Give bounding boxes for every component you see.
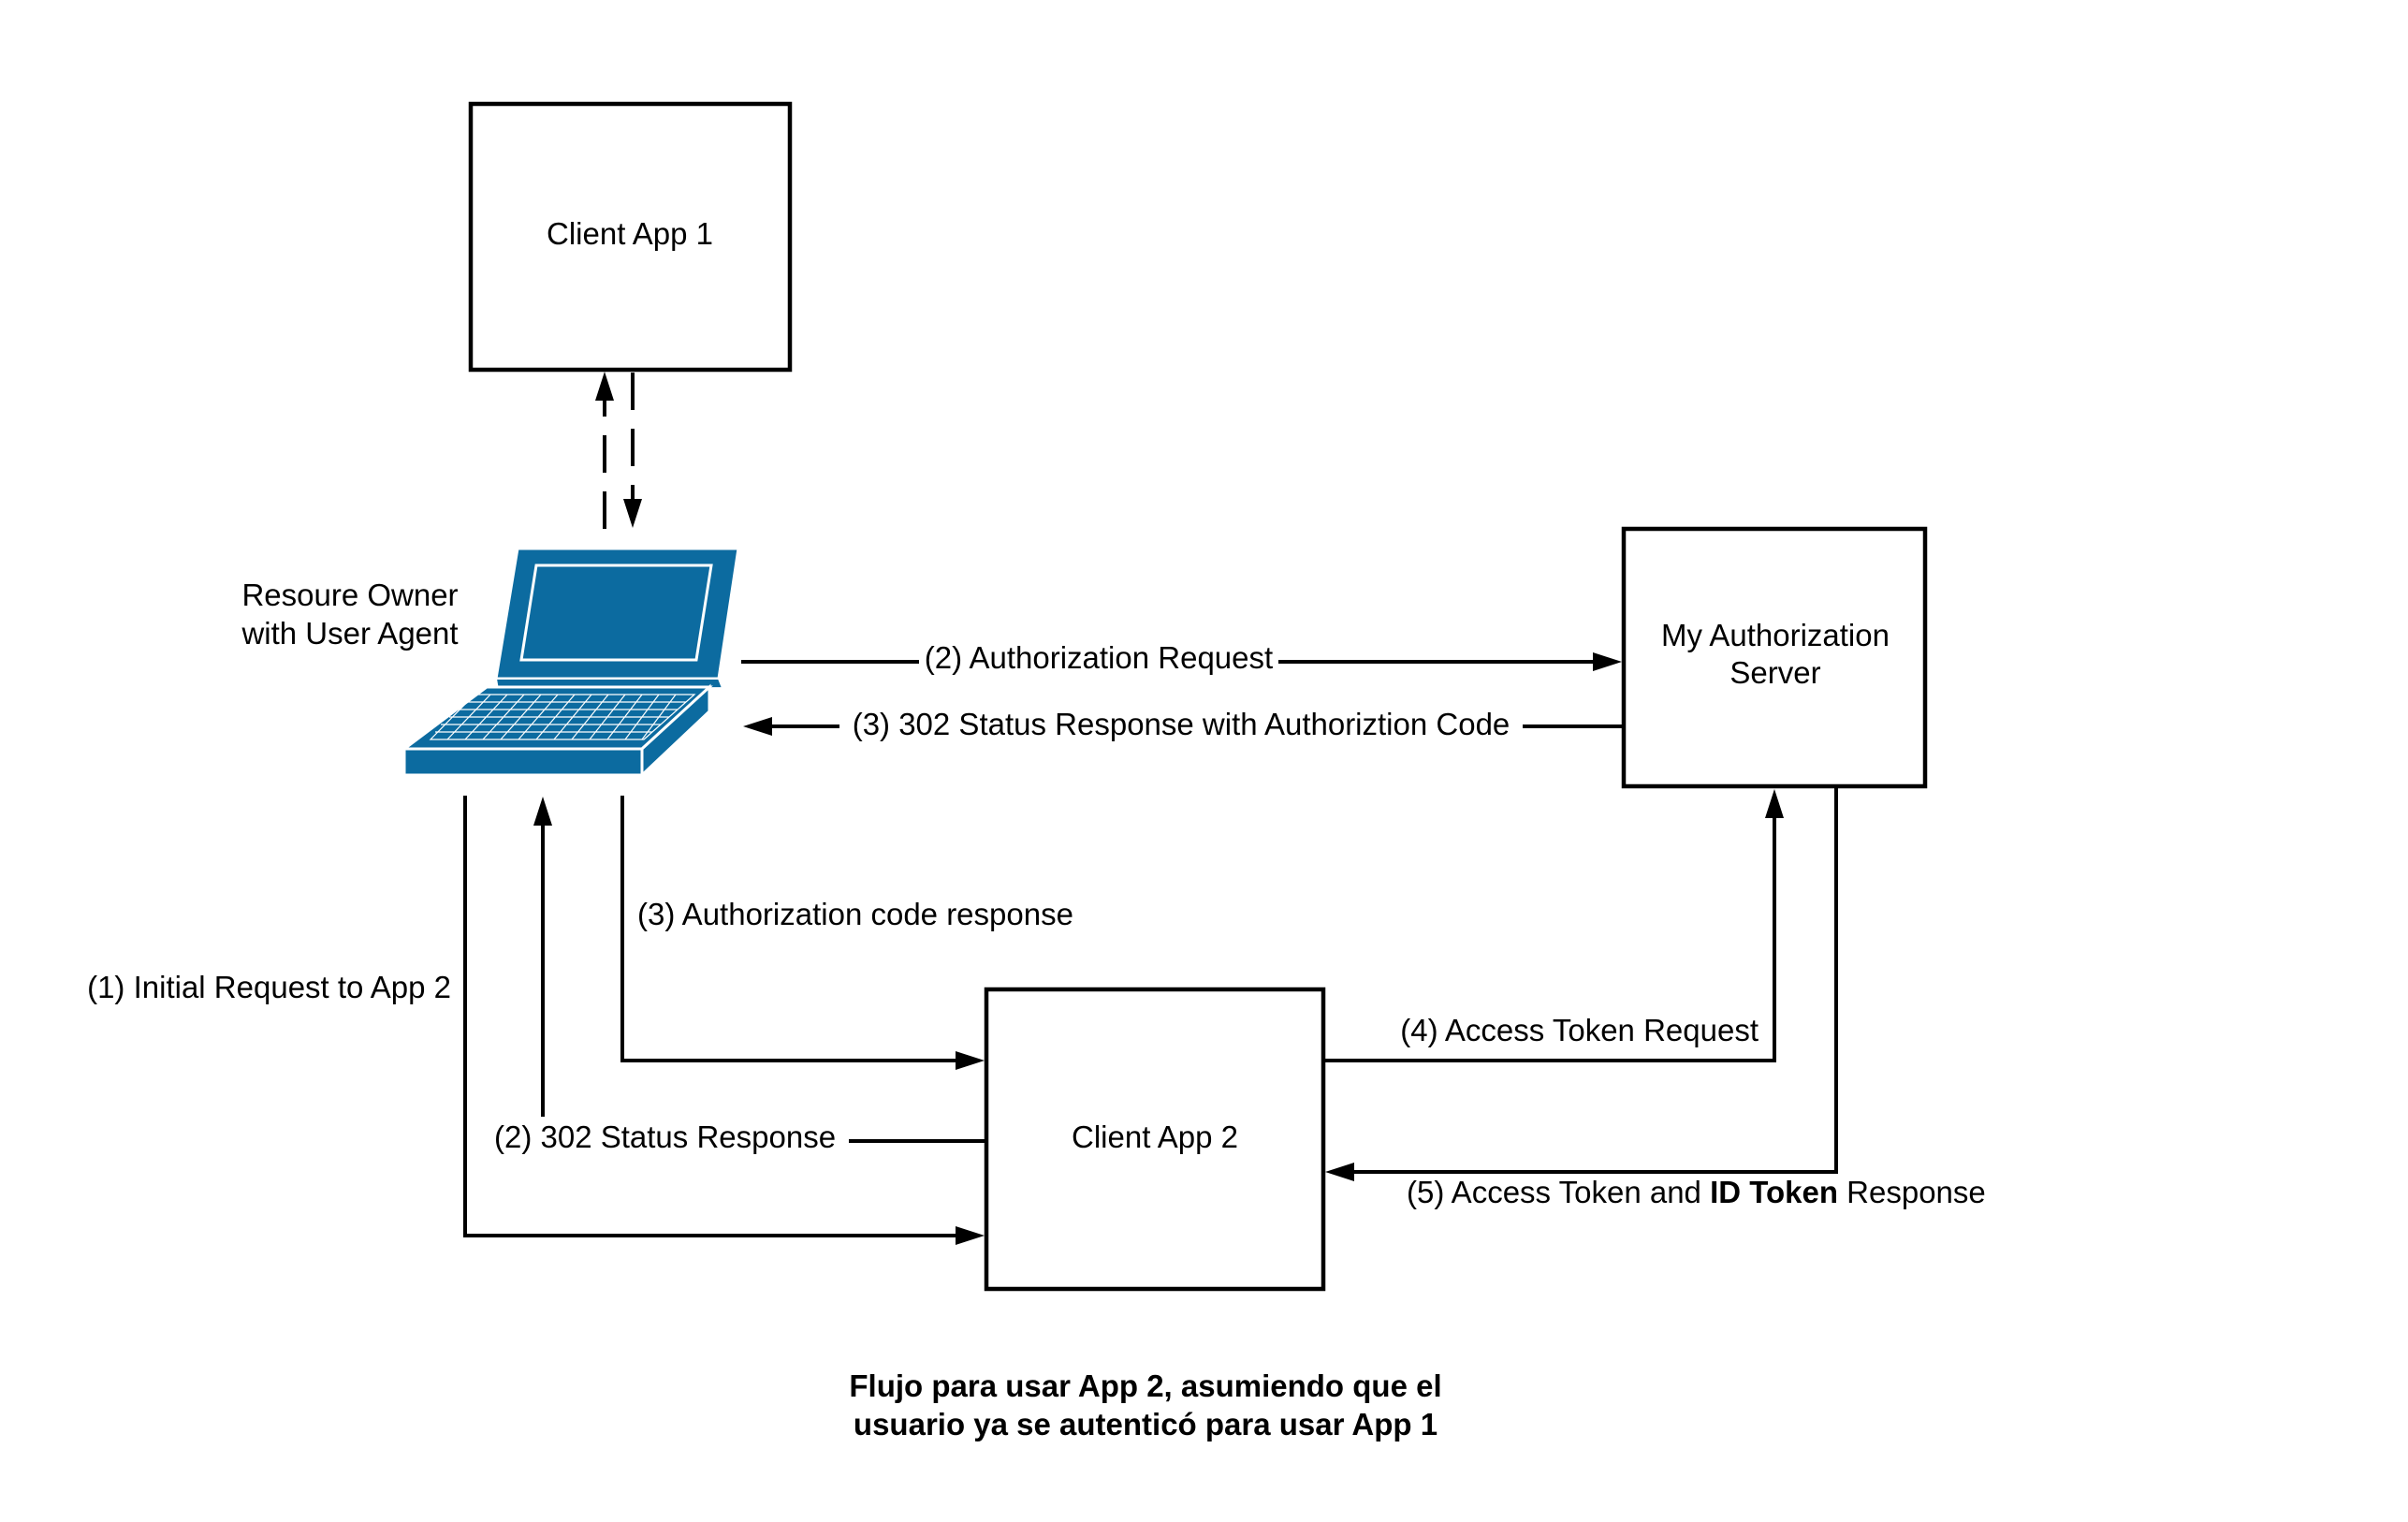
edge-label-access-token-response-bold: ID Token [1710,1175,1838,1209]
laptop-icon [400,547,740,779]
edge-label-access-token-response: (5) Access Token and ID Token Response [1407,1175,1986,1209]
resource-owner-line2: with User Agent [241,616,458,651]
client-app-2-node: Client App 2 [984,987,1326,1292]
auth-server-label-line2: Server [1729,655,1820,690]
caption-line2: usuario ya se autenticó para usar App 1 [854,1407,1438,1442]
edge-initial-request: (1) Initial Request to App 2 [87,796,985,1245]
authorization-server-node: My Authorization Server [1621,526,1928,789]
edge-access-token-response: (5) Access Token and ID Token Response [1325,786,1986,1209]
edge-label-initial-request: (1) Initial Request to App 2 [87,970,451,1004]
edge-label-status-response-auth-code: (3) 302 Status Response with Authoriztio… [853,707,1510,741]
auth-server-label-line1: My Authorization [1661,618,1890,652]
edge-302-status-response: (2) 302 Status Response [491,797,986,1154]
client-app-1-node: Client App 1 [468,101,793,373]
edge-label-access-token-request: (4) Access Token Request [1400,1013,1759,1047]
edge-status-response-auth-code: (3) 302 Status Response with Authoriztio… [743,702,1624,741]
edge-label-authorization-request: (2) Authorization Request [925,640,1273,675]
resource-owner-label: Resoure Owner with User Agent [241,578,458,651]
diagram-caption: Flujo para usar App 2, asumiendo que el … [849,1368,1441,1442]
edge-laptop-to-client-app-1 [595,372,614,529]
edge-authorization-request: (2) Authorization Request [741,637,1622,675]
edge-authorization-code-response: (3) Authorization code response [620,796,1073,1070]
edge-label-authorization-code-response: (3) Authorization code response [637,897,1073,931]
edge-label-302-status-response: (2) 302 Status Response [494,1120,836,1154]
client-app-2-label: Client App 2 [1072,1120,1238,1154]
client-app-1-label: Client App 1 [547,216,713,251]
caption-line1: Flujo para usar App 2, asumiendo que el [849,1368,1441,1403]
edge-client-app-1-to-laptop [623,373,642,528]
edge-label-access-token-response-suffix: Response [1838,1175,1986,1209]
edge-access-token-request: (4) Access Token Request [1323,789,1784,1062]
edge-label-access-token-response-prefix: (5) Access Token and [1407,1175,1710,1209]
resource-owner-line1: Resoure Owner [241,578,458,612]
